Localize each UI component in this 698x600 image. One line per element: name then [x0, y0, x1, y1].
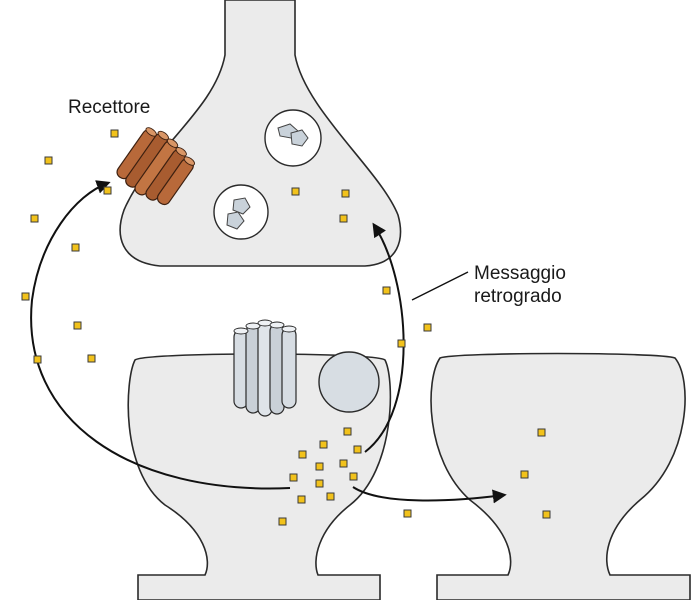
- arrow-to-neighbor: [352, 486, 507, 504]
- molecule: [382, 286, 391, 295]
- receptor-cluster: [116, 127, 195, 206]
- molecule: [326, 492, 335, 501]
- molecule: [87, 354, 96, 363]
- molecule: [73, 321, 82, 330]
- molecule: [339, 214, 348, 223]
- molecule: [297, 495, 306, 504]
- molecule: [30, 214, 39, 223]
- synaptic-vesicle: [318, 351, 380, 413]
- retrograde-message-line2: retrogrado: [474, 286, 562, 307]
- label-leader-line: [411, 271, 469, 301]
- molecule: [403, 509, 412, 518]
- molecule: [341, 189, 350, 198]
- molecule: [315, 462, 324, 471]
- molecule: [278, 517, 287, 526]
- molecule: [33, 355, 42, 364]
- molecule: [423, 323, 432, 332]
- ion-channel: [233, 319, 297, 417]
- vesicle-lower: [213, 184, 269, 240]
- neighbor-bouton-right: [430, 352, 691, 600]
- molecule: [291, 187, 300, 196]
- molecule: [315, 479, 324, 488]
- arrow-left-to-receptor: [30, 180, 291, 490]
- molecule: [397, 339, 406, 348]
- molecule: [537, 428, 546, 437]
- molecule: [298, 450, 307, 459]
- retrograde-message-line1: Messaggio: [474, 263, 566, 284]
- molecule: [319, 440, 328, 449]
- molecule: [353, 445, 362, 454]
- molecule: [542, 510, 551, 519]
- molecule: [110, 129, 119, 138]
- molecule: [349, 472, 358, 481]
- molecule: [520, 470, 529, 479]
- molecule: [339, 459, 348, 468]
- retrograde-message-label: Messaggio retrogrado: [474, 262, 566, 308]
- molecule: [44, 156, 53, 165]
- molecule: [71, 243, 80, 252]
- molecule: [343, 427, 352, 436]
- molecule: [103, 186, 112, 195]
- molecules: [21, 129, 551, 526]
- molecule: [289, 473, 298, 482]
- molecule: [21, 292, 30, 301]
- receptor-label: Recettore: [68, 97, 151, 118]
- vesicle-upper: [264, 109, 322, 167]
- postsynaptic-neuron: [119, 0, 402, 267]
